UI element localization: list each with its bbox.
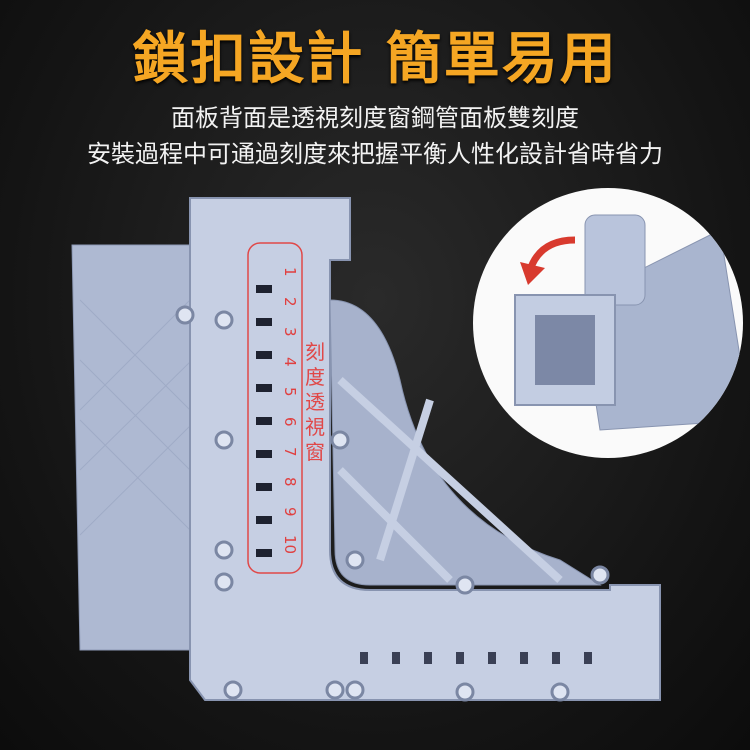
scale-window-outline	[247, 242, 303, 574]
scale-number: 2	[281, 297, 299, 307]
ribs	[337, 377, 563, 583]
scale-number: 1	[281, 267, 299, 277]
subtitle-line-1: 面板背面是透視刻度窗鋼管面板雙刻度	[171, 104, 579, 132]
subtitle-line-2: 安裝過程中可通過刻度來把握平衡人性化設計省時省力	[87, 140, 663, 168]
screw-holes	[175, 305, 610, 702]
l-bracket	[189, 197, 661, 701]
diamond-pattern	[79, 299, 201, 541]
scale-number: 7	[281, 447, 299, 457]
scale-number: 9	[281, 507, 299, 517]
scale-number: 5	[281, 387, 299, 397]
scale-number: 4	[281, 357, 299, 367]
scale-ticks	[256, 285, 272, 557]
scale-number: 10	[281, 535, 299, 554]
scale-number: 6	[281, 417, 299, 427]
headline: 鎖扣設計 簡單易用	[132, 27, 618, 92]
scale-number: 8	[281, 477, 299, 487]
scale-numbers: 1 2 3 4 5 6 7 8 9 10	[281, 267, 299, 554]
bottom-scale-slots	[360, 652, 592, 664]
scale-number: 3	[281, 327, 299, 337]
latch-detail	[514, 214, 743, 431]
scale-window-label: 刻度透視窗	[305, 340, 325, 464]
arrow-head-icon	[520, 262, 545, 285]
